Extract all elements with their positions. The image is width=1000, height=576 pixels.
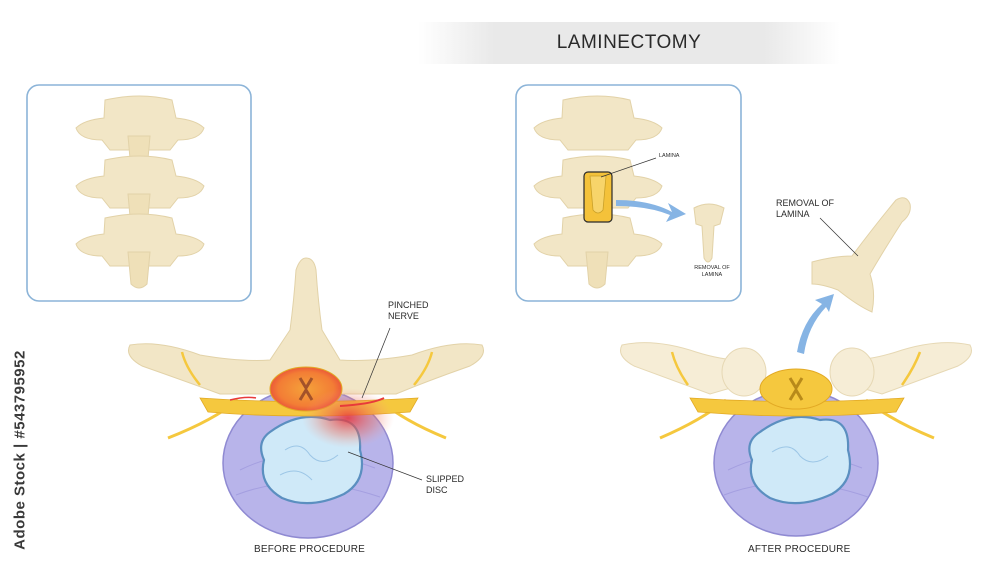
before-arch (128, 257, 484, 395)
removed-lamina-piece (693, 203, 725, 263)
removal-of-lamina-label: REMOVAL OF LAMINA (776, 198, 835, 219)
after-nucleus (748, 415, 852, 505)
posterior-spine (75, 95, 205, 289)
after-axial-vertebra (620, 197, 972, 537)
before-axial-vertebra (128, 257, 484, 539)
before-procedure-caption: BEFORE PROCEDURE (254, 544, 365, 555)
removal-arrow-large (797, 294, 834, 354)
removal-of-lamina-small-label: REMOVAL OF LAMINA (694, 265, 730, 278)
inflammation-glow (302, 388, 394, 448)
slipped-disc-label: SLIPPED DISC (426, 474, 465, 495)
title-band (418, 22, 840, 64)
removal-arrow-small (616, 200, 686, 222)
after-procedure-caption: AFTER PROCEDURE (748, 544, 851, 555)
removed-lamina-large (811, 197, 911, 313)
lamina-label: LAMINA (659, 153, 680, 159)
diagram-title: LAMINECTOMY (556, 32, 702, 53)
pinched-nerve-label: PINCHED NERVE (388, 300, 429, 321)
